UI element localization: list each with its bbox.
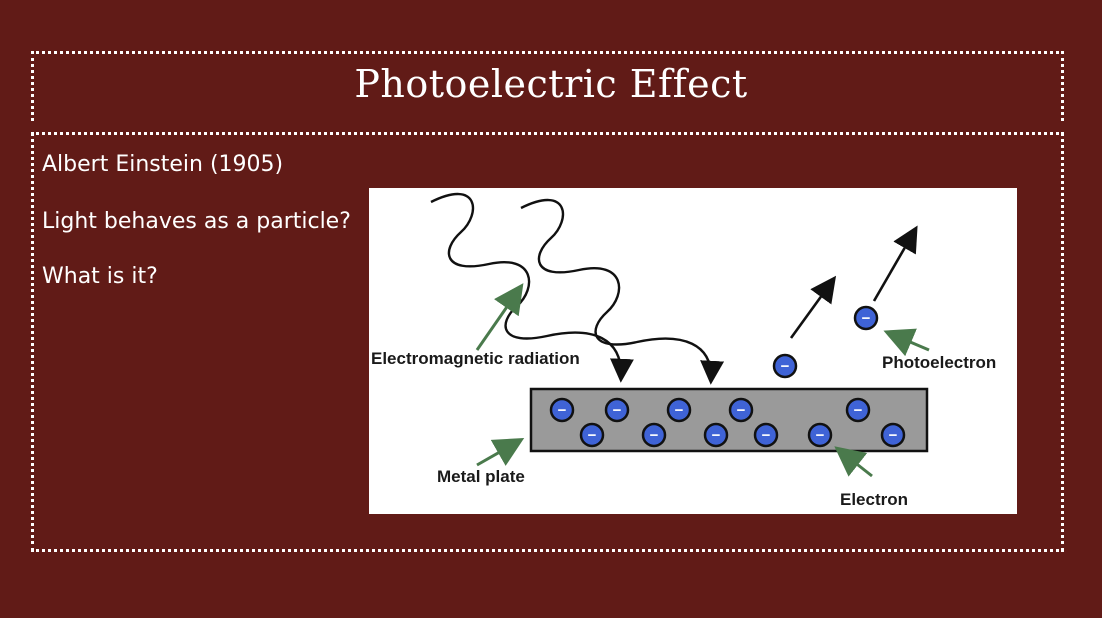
metal-plate-label: Metal plate <box>437 467 525 486</box>
electron-particle: − <box>807 422 833 448</box>
svg-text:−: − <box>816 427 825 444</box>
bullet-item: Light behaves as a particle? <box>42 209 351 234</box>
photoelectron-pointer-arrow <box>883 328 930 357</box>
svg-text:−: − <box>650 427 659 444</box>
bullet-item: Albert Einstein (1905) <box>42 152 284 177</box>
photoelectron-particle: − <box>772 353 798 379</box>
electron-particle: − <box>549 397 575 423</box>
escape-arrow <box>789 275 837 339</box>
photoelectron-label: Photoelectron <box>882 353 996 372</box>
photoelectric-diagram: − − − − − − − − − − − − − Electromagneti… <box>369 188 1017 514</box>
radiation-wave <box>520 198 725 385</box>
svg-text:−: − <box>737 402 746 419</box>
electron-particle: − <box>579 422 605 448</box>
radiation-wave <box>430 192 634 383</box>
diagram-canvas: − − − − − − − − − − − − − Electromagneti… <box>371 192 996 509</box>
svg-text:−: − <box>854 402 863 419</box>
escape-arrow <box>872 225 918 302</box>
electron-particle: − <box>845 397 871 423</box>
slide-title: Photoelectric Effect <box>354 62 748 106</box>
svg-text:−: − <box>588 427 597 444</box>
content-frame <box>31 132 1064 552</box>
radiation-pointer-arrow <box>475 283 524 351</box>
bullet-item: What is it? <box>42 264 158 289</box>
electron-particle: − <box>703 422 729 448</box>
electron-particle: − <box>604 397 630 423</box>
svg-text:−: − <box>613 402 622 419</box>
electron-particle: − <box>753 422 779 448</box>
svg-text:−: − <box>712 427 721 444</box>
title-frame <box>31 51 1064 121</box>
svg-text:−: − <box>889 427 898 444</box>
svg-text:−: − <box>558 402 567 419</box>
svg-text:−: − <box>762 427 771 444</box>
plate-pointer-arrow <box>476 438 525 467</box>
radiation-label: Electromagnetic radiation <box>371 349 580 368</box>
electron-particle: − <box>880 422 906 448</box>
photoelectron-particle: − <box>853 305 879 331</box>
electron-particle: − <box>641 422 667 448</box>
electron-particle: − <box>666 397 692 423</box>
electron-particle: − <box>728 397 754 423</box>
svg-text:−: − <box>781 358 790 375</box>
electron-pointer-arrow <box>834 446 873 478</box>
svg-text:−: − <box>675 402 684 419</box>
svg-text:−: − <box>862 310 871 327</box>
electron-label: Electron <box>840 490 908 509</box>
